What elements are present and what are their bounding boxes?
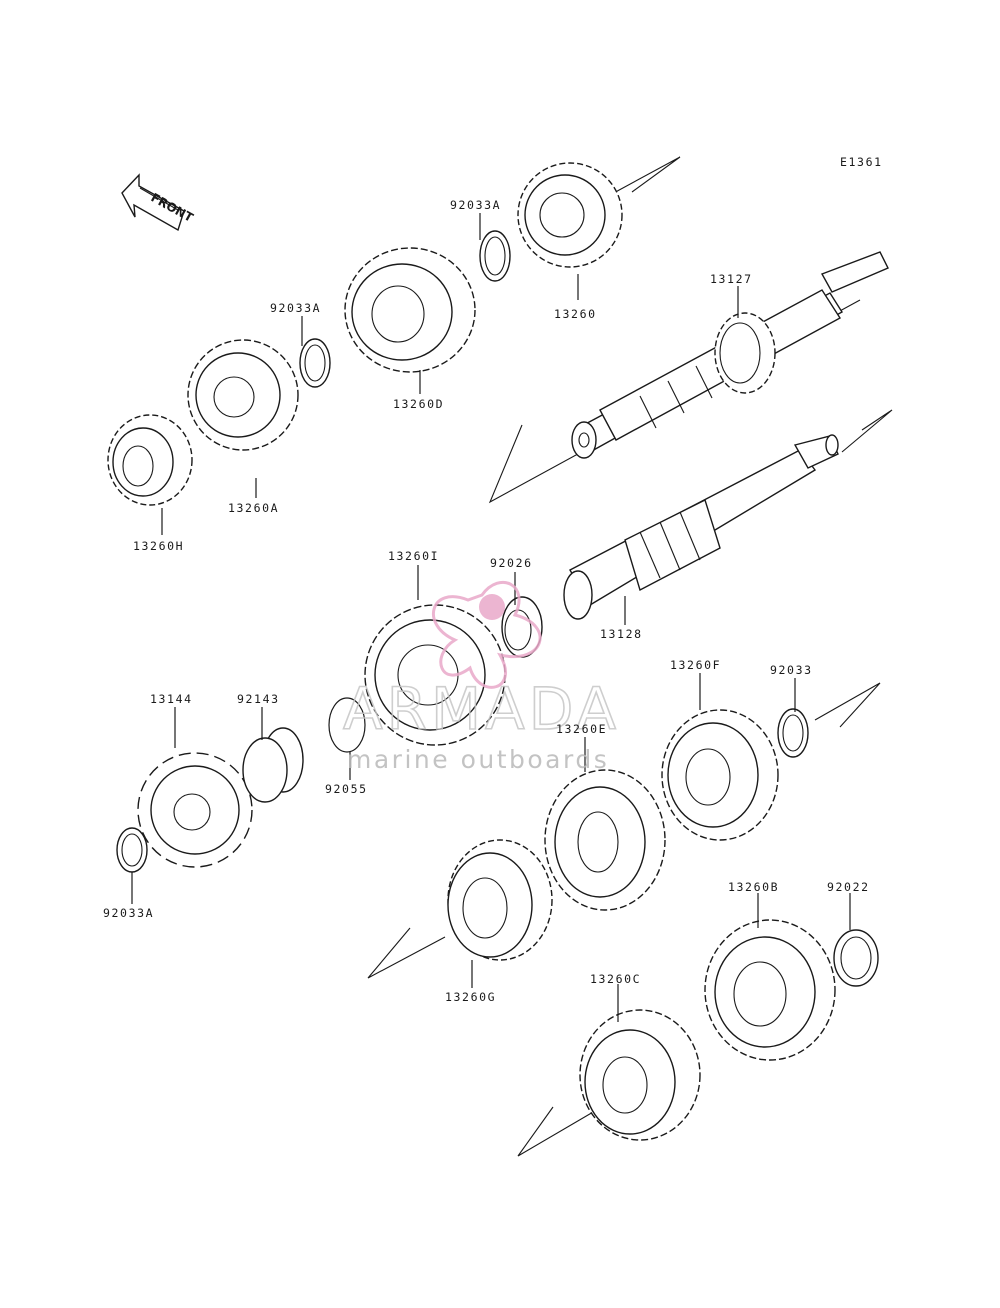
- label-13260F: 13260F: [670, 658, 721, 672]
- o-ring-92055: [328, 697, 366, 753]
- ring-92033A-mid: [299, 338, 331, 388]
- label-92055: 92055: [325, 782, 368, 796]
- gear-13260E: [544, 769, 666, 911]
- ring-92033A-low: [116, 827, 148, 873]
- gear-13260C: [579, 1009, 701, 1141]
- label-92143: 92143: [237, 692, 280, 706]
- label-13260I: 13260I: [388, 549, 439, 563]
- watermark-logo: ARMADA marine outboards: [342, 581, 620, 774]
- label-13144: 13144: [150, 692, 193, 706]
- part-labels: E1361 92033A 13260 13127 92033A 13260D 1…: [103, 155, 883, 1004]
- label-92033A-low: 92033A: [103, 906, 154, 920]
- label-13128: 13128: [600, 627, 643, 641]
- label-13260B: 13260B: [728, 880, 779, 894]
- gear-13260G: [447, 839, 553, 961]
- label-13127: 13127: [710, 272, 753, 286]
- leader-lines: [131, 213, 851, 1022]
- gear-13127-teeth: [714, 312, 776, 394]
- label-92033A-mid: 92033A: [270, 301, 321, 315]
- gear-13260A: [187, 339, 299, 451]
- ring-92033: [777, 708, 809, 758]
- gear-13260H: [107, 414, 193, 506]
- label-92026: 92026: [490, 556, 533, 570]
- label-92033: 92033: [770, 663, 813, 677]
- label-92022: 92022: [827, 880, 870, 894]
- diagram-code: E1361: [840, 155, 883, 169]
- shaft-13128: [563, 434, 839, 620]
- label-13260H: 13260H: [133, 539, 184, 553]
- watermark-brand: ARMADA: [343, 675, 620, 743]
- collar-92143: [242, 727, 304, 803]
- label-13260D: 13260D: [393, 397, 444, 411]
- ring-92033A-top: [479, 230, 511, 282]
- watermark-tagline: marine outboards: [347, 745, 609, 774]
- label-13260G: 13260G: [445, 990, 496, 1004]
- label-13260: 13260: [554, 307, 597, 321]
- front-arrow-icon: FRONT: [121, 173, 196, 232]
- label-92033A-top: 92033A: [450, 198, 501, 212]
- propeller-logo-icon: [432, 581, 542, 689]
- label-13260A: 13260A: [228, 501, 279, 515]
- gear-13260: [517, 162, 623, 268]
- sprocket-13144: [137, 752, 253, 868]
- gear-13260D: [344, 247, 476, 373]
- washer-92022: [833, 929, 879, 987]
- label-13260C: 13260C: [590, 972, 641, 986]
- gear-13260B: [704, 919, 836, 1061]
- gear-13260F: [661, 709, 779, 841]
- label-13260E: 13260E: [556, 722, 607, 736]
- gear-13260I: [364, 604, 506, 746]
